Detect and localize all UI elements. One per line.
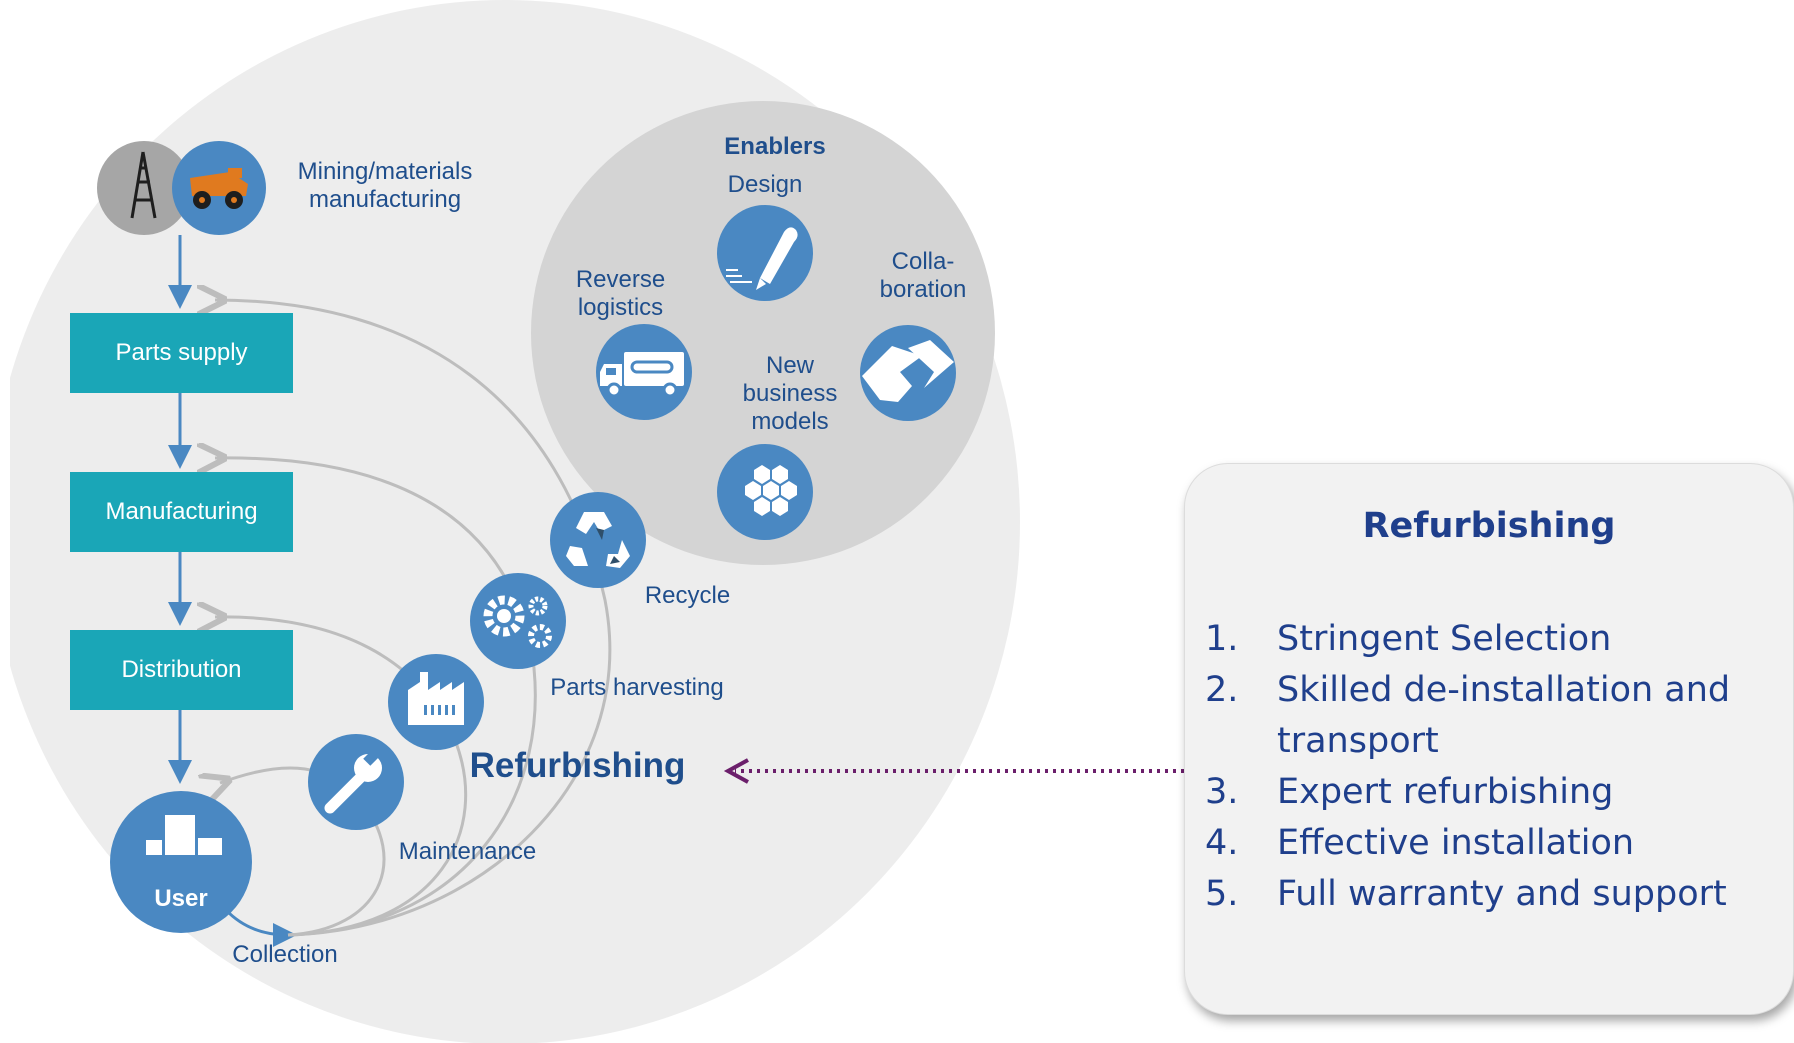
list-item-number: 5.: [1205, 874, 1239, 914]
list-item: 5. Full warranty and support: [1205, 869, 1737, 920]
maintenance-label: Maintenance: [398, 838, 537, 865]
list-item: 3. Expert refurbishing: [1205, 767, 1737, 818]
list-item-number: 2.: [1205, 670, 1239, 710]
parts-harvesting-label: Parts harvesting: [550, 674, 724, 701]
collaboration-label: Colla- boration: [879, 248, 967, 303]
delivery-truck-icon: [596, 324, 692, 420]
list-item-number: 4.: [1205, 823, 1239, 863]
reverse-logistics-label: Reverse logistics: [575, 266, 666, 321]
gears-icon: [470, 573, 566, 669]
arrow-user-to-collection: [224, 908, 297, 947]
manufacturing-box: Manufacturing: [70, 472, 293, 552]
list-item: 2. Skilled de-installation and transport: [1205, 665, 1737, 767]
oil-rig-icon: [97, 141, 191, 235]
list-item: 4. Effective installation: [1205, 818, 1737, 869]
handshake-icon: [860, 325, 956, 421]
enablers-circle: [531, 101, 995, 565]
panel-title: Refurbishing: [1362, 506, 1616, 546]
user-node: [110, 791, 252, 933]
refurbishing-label: Refurbishing: [469, 746, 686, 785]
distribution-box: Distribution: [70, 630, 293, 710]
hexagons-icon: [717, 444, 813, 540]
dump-truck-icon: [172, 141, 266, 235]
list-item-number: 3.: [1205, 772, 1239, 812]
factory-icon: [388, 654, 484, 750]
manufacturing-label: Manufacturing: [105, 498, 258, 525]
refurbishing-steps-list: 1. Stringent Selection 2. Skilled de-insta…: [1205, 614, 1737, 920]
new-business-models-label: New business models: [742, 352, 838, 435]
list-item-number: 1.: [1205, 619, 1239, 659]
recycle-icon: [550, 492, 646, 588]
list-item: 1. Stringent Selection: [1205, 614, 1737, 665]
list-item-text: Stringent Selection: [1277, 619, 1612, 659]
parts-supply-label: Parts supply: [115, 339, 248, 366]
loop-recycle: [215, 300, 612, 937]
user-label: User: [154, 885, 208, 912]
mining-label: Mining/materials manufacturing: [297, 158, 473, 213]
parts-supply-box: Parts supply: [70, 313, 293, 393]
building-icon: [146, 815, 222, 855]
enablers-title: Enablers: [724, 133, 826, 160]
design-label: Design: [727, 171, 803, 198]
refurbishing-panel: Refurbishing 1. Stringent Selection 2. Ski…: [1184, 463, 1794, 1015]
wrench-icon: [308, 734, 404, 830]
distribution-label: Distribution: [121, 656, 242, 683]
list-item-text: Expert refurbishing: [1277, 772, 1614, 812]
collection-label: Collection: [232, 941, 338, 968]
list-item-text: Skilled de-installation and transport: [1277, 670, 1731, 761]
list-item-text: Full warranty and support: [1277, 874, 1727, 914]
list-item-text: Effective installation: [1277, 823, 1635, 863]
recycle-label: Recycle: [644, 582, 731, 609]
pen-icon: [717, 205, 813, 301]
